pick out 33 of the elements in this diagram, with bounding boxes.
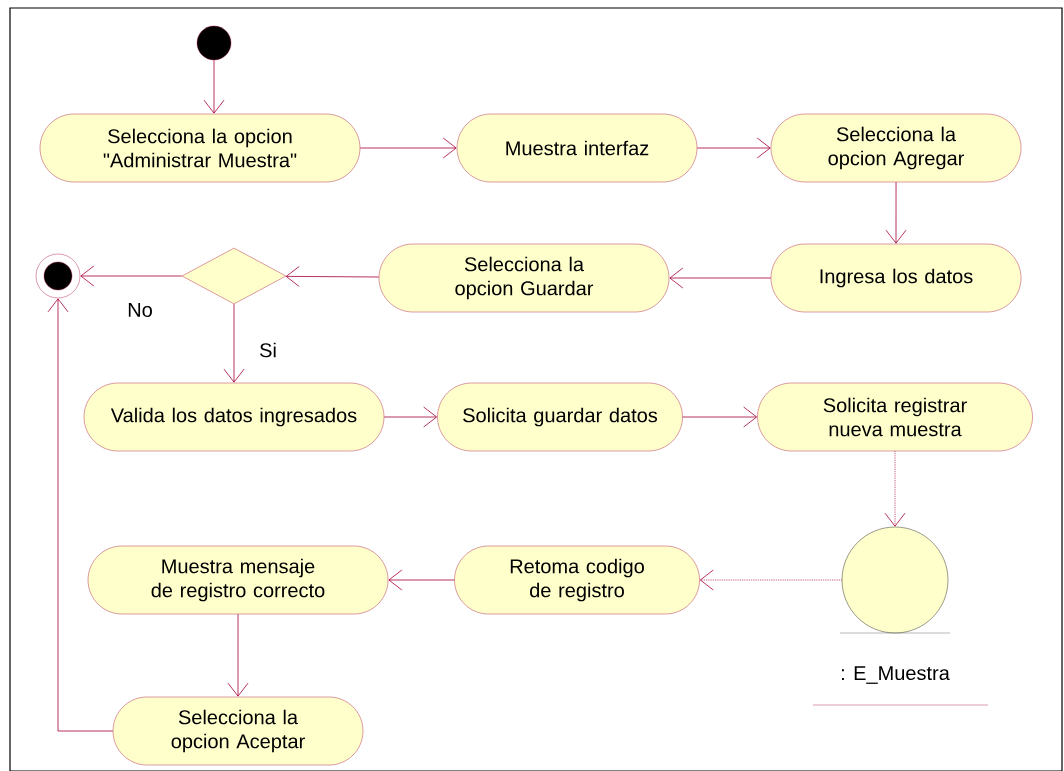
decision-diamond xyxy=(181,247,287,305)
start-dot xyxy=(196,25,232,61)
arrow xyxy=(359,137,457,159)
activity-box: Ingresa los datos xyxy=(770,243,1022,313)
activity-box: Muestra interfaz xyxy=(456,113,698,183)
edge-label: No xyxy=(126,302,154,318)
activity-box: Solicita guardar datos xyxy=(437,382,683,452)
edge-label: Si xyxy=(258,341,278,359)
arrow xyxy=(47,298,114,732)
arrow xyxy=(885,181,907,244)
activity-box: Muestra mensaje de registro correcto xyxy=(87,545,389,615)
entity-circle xyxy=(839,526,951,634)
activity-box: Solicita registrar nueva muestra xyxy=(757,382,1033,452)
arrow xyxy=(388,569,455,591)
arrow xyxy=(383,406,438,428)
arrow xyxy=(699,569,843,591)
activity-box: Retoma codigo de registro xyxy=(454,545,700,615)
activity-box: Valida los datos ingresados xyxy=(83,382,385,452)
activity-box: Selecciona la opcion "Administrar Muestra" xyxy=(39,113,361,183)
arrow xyxy=(80,265,183,287)
arrow xyxy=(884,450,906,527)
arrow xyxy=(203,59,225,114)
entity-label: : E_Muestra xyxy=(842,666,950,684)
activity-box: Selecciona la opcion Guardar xyxy=(378,243,670,313)
arrow xyxy=(223,303,245,383)
arrow xyxy=(285,266,380,287)
arrow xyxy=(682,406,758,428)
activity-box: Selecciona la opcion Aceptar xyxy=(112,696,364,766)
arrow xyxy=(227,613,249,697)
activity-box: Selecciona la opcion Agregar xyxy=(770,113,1022,183)
end-circle xyxy=(35,253,81,299)
arrow xyxy=(696,137,771,159)
arrow xyxy=(669,267,772,289)
